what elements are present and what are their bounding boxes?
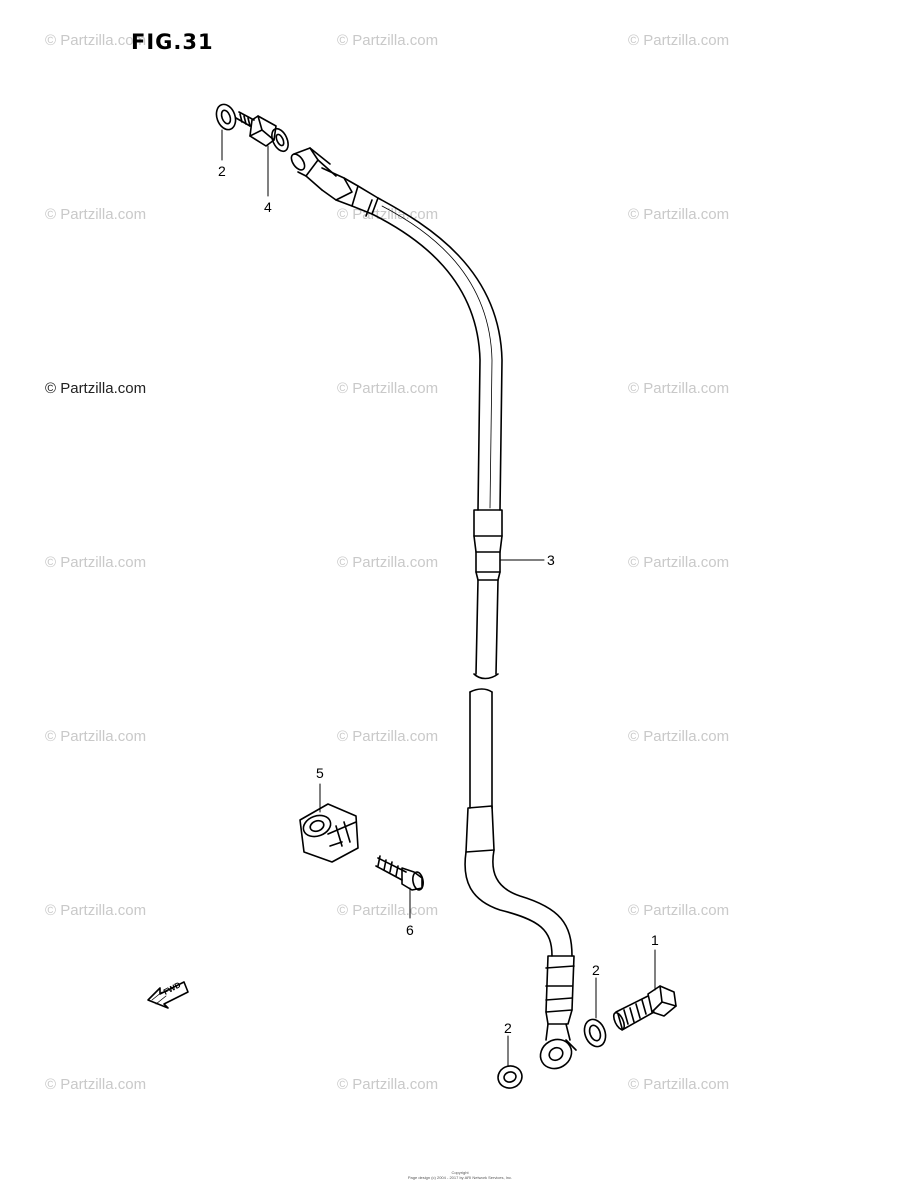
watermark: © Partzilla.com — [337, 554, 439, 571]
hose-clamp[interactable] — [299, 803, 359, 863]
footer-line-1: Copyright — [451, 1170, 469, 1175]
watermark: © Partzilla.com — [45, 1076, 147, 1093]
footer-copyright: Copyright Page design (c) 2004 - 2017 by… — [380, 1170, 540, 1180]
callout-union-bolt-bottom: 1 — [651, 932, 659, 948]
watermark: © Partzilla.com — [337, 32, 439, 49]
footer-line-2: Page design (c) 2004 - 2017 by ARI Netwo… — [407, 1175, 513, 1180]
union-bolt-top[interactable] — [235, 111, 291, 154]
callout-clamp: 5 — [316, 765, 324, 781]
callout-washer-bottom-right: 2 — [592, 962, 600, 978]
watermark: © Partzilla.com — [628, 902, 730, 919]
clamp-bolt[interactable] — [375, 855, 424, 891]
hose-fitting-top — [290, 147, 379, 217]
watermark: © Partzilla.com — [45, 902, 147, 919]
brake-hose[interactable] — [371, 197, 577, 1074]
leader-lines — [221, 129, 656, 1067]
watermark: © Partzilla.com — [628, 554, 730, 571]
callout-clamp-bolt: 6 — [406, 922, 414, 938]
watermark: © Partzilla.com — [628, 728, 730, 745]
callout-washer-top: 2 — [218, 163, 226, 179]
watermark: © Partzilla.com — [628, 206, 730, 223]
washer-top[interactable] — [213, 102, 239, 133]
watermark: © Partzilla.com — [337, 728, 439, 745]
watermark: © Partzilla.com — [45, 554, 147, 571]
washer-bottom-right[interactable] — [581, 1016, 609, 1049]
figure-title: FIG.31 — [131, 30, 214, 54]
watermark: © Partzilla.com — [628, 380, 730, 397]
watermark: © Partzilla.com — [45, 728, 147, 745]
watermark: © Partzilla.com — [45, 206, 147, 223]
callout-brake-hose: 3 — [547, 552, 555, 568]
watermark: © Partzilla.com — [628, 32, 730, 49]
watermark: © Partzilla.com — [45, 32, 147, 49]
watermark: © Partzilla.com — [337, 380, 439, 397]
union-bolt-bottom[interactable] — [612, 985, 677, 1031]
fwd-arrow-icon — [147, 981, 189, 1009]
washer-bottom-left[interactable] — [496, 1063, 525, 1090]
callout-washer-bottom-left: 2 — [504, 1020, 512, 1036]
callout-union-bolt-top: 4 — [264, 199, 272, 215]
watermark: © Partzilla.com — [628, 1076, 730, 1093]
watermark-dark: © Partzilla.com — [45, 380, 147, 397]
watermark: © Partzilla.com — [337, 1076, 439, 1093]
watermark: © Partzilla.com — [337, 902, 439, 919]
